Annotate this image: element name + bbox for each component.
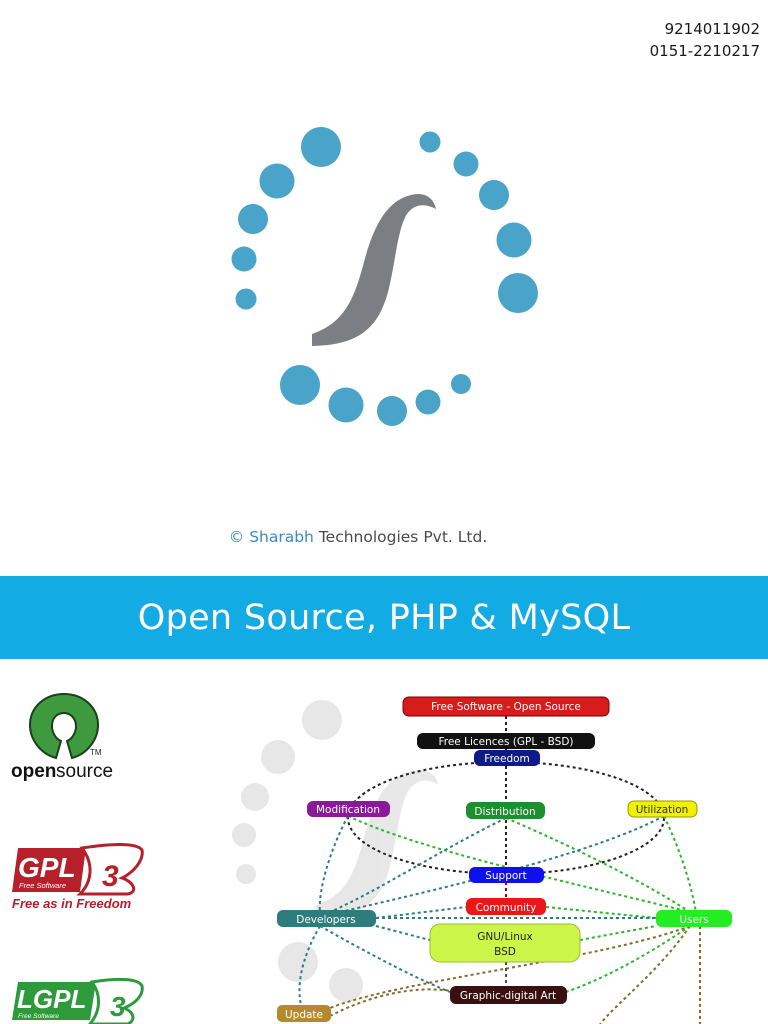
copyright-symbol: ©	[228, 528, 245, 546]
title-banner: Open Source, PHP & MySQL	[0, 576, 768, 659]
node-modification-label: Modification	[316, 804, 380, 816]
node-developers: Developers	[277, 910, 376, 927]
node-graphic-art-label: Graphic-digital Art	[460, 990, 556, 1002]
source-word: source	[56, 761, 113, 782]
logo-s-shape	[312, 194, 436, 346]
slide-title: Open Source, PHP & MySQL	[137, 597, 631, 638]
open-source-diagram: Free Software - Open Source Free Licence…	[232, 696, 732, 1024]
gpl-mark: GPL	[18, 852, 76, 883]
node-users-label: Users	[679, 914, 708, 926]
node-gnu-linux-label: GNU/Linux	[477, 931, 533, 943]
gpl-version: 3	[102, 860, 119, 893]
node-modification: Modification	[307, 801, 390, 817]
lgpl-version: 3	[110, 991, 126, 1022]
node-support-label: Support	[485, 870, 527, 882]
sharabh-logo	[231, 127, 538, 426]
open-source-logo: TM open source	[11, 692, 113, 782]
lgplv3-logo: LGPL Free Software 3	[12, 978, 144, 1024]
brand-name: Sharabh	[249, 528, 314, 546]
contact-phones: 9214011902 0151-2210217	[650, 18, 760, 62]
node-free-software-label: Free Software - Open Source	[431, 701, 581, 713]
lgpl-free-software: Free Software	[18, 1013, 59, 1020]
node-gnu-linux: GNU/Linux BSD	[429, 923, 581, 963]
node-distribution: Distribution	[466, 802, 545, 819]
node-update: Update	[277, 1005, 331, 1022]
gplv3-logo: GPL Free Software 3 Free as in Freedom	[12, 843, 144, 911]
node-support: Support	[469, 867, 544, 883]
logo-dots	[231, 127, 538, 426]
node-licences-label: Free Licences (GPL - BSD)	[438, 736, 573, 748]
node-freedom-label: Freedom	[484, 753, 530, 765]
node-free-software: Free Software - Open Source	[402, 696, 610, 717]
trademark-label: TM	[90, 748, 102, 757]
phone-number-1: 9214011902	[664, 20, 760, 38]
node-users: Users	[656, 910, 732, 927]
copyright-line: © Sharabh Technologies Pvt. Ltd.	[0, 528, 716, 546]
node-utilization-label: Utilization	[636, 804, 689, 816]
node-utilization: Utilization	[627, 800, 698, 818]
gpl-free-software: Free Software	[19, 881, 66, 890]
gpl-tagline: Free as in Freedom	[12, 896, 132, 911]
node-update-label: Update	[285, 1009, 323, 1021]
node-bsd-label: BSD	[494, 946, 516, 958]
node-community: Community	[466, 898, 546, 915]
node-distribution-label: Distribution	[474, 806, 535, 818]
watermark-logo	[232, 700, 438, 1002]
open-word: open	[11, 761, 56, 782]
node-community-label: Community	[476, 902, 537, 914]
lgpl-mark: LGPL	[17, 984, 86, 1014]
node-licences: Free Licences (GPL - BSD)	[417, 733, 595, 749]
node-graphic-art: Graphic-digital Art	[450, 986, 567, 1004]
node-developers-label: Developers	[296, 914, 355, 926]
phone-number-2: 0151-2210217	[649, 42, 760, 60]
company-suffix: Technologies Pvt. Ltd.	[313, 528, 488, 546]
node-freedom: Freedom	[474, 750, 540, 766]
